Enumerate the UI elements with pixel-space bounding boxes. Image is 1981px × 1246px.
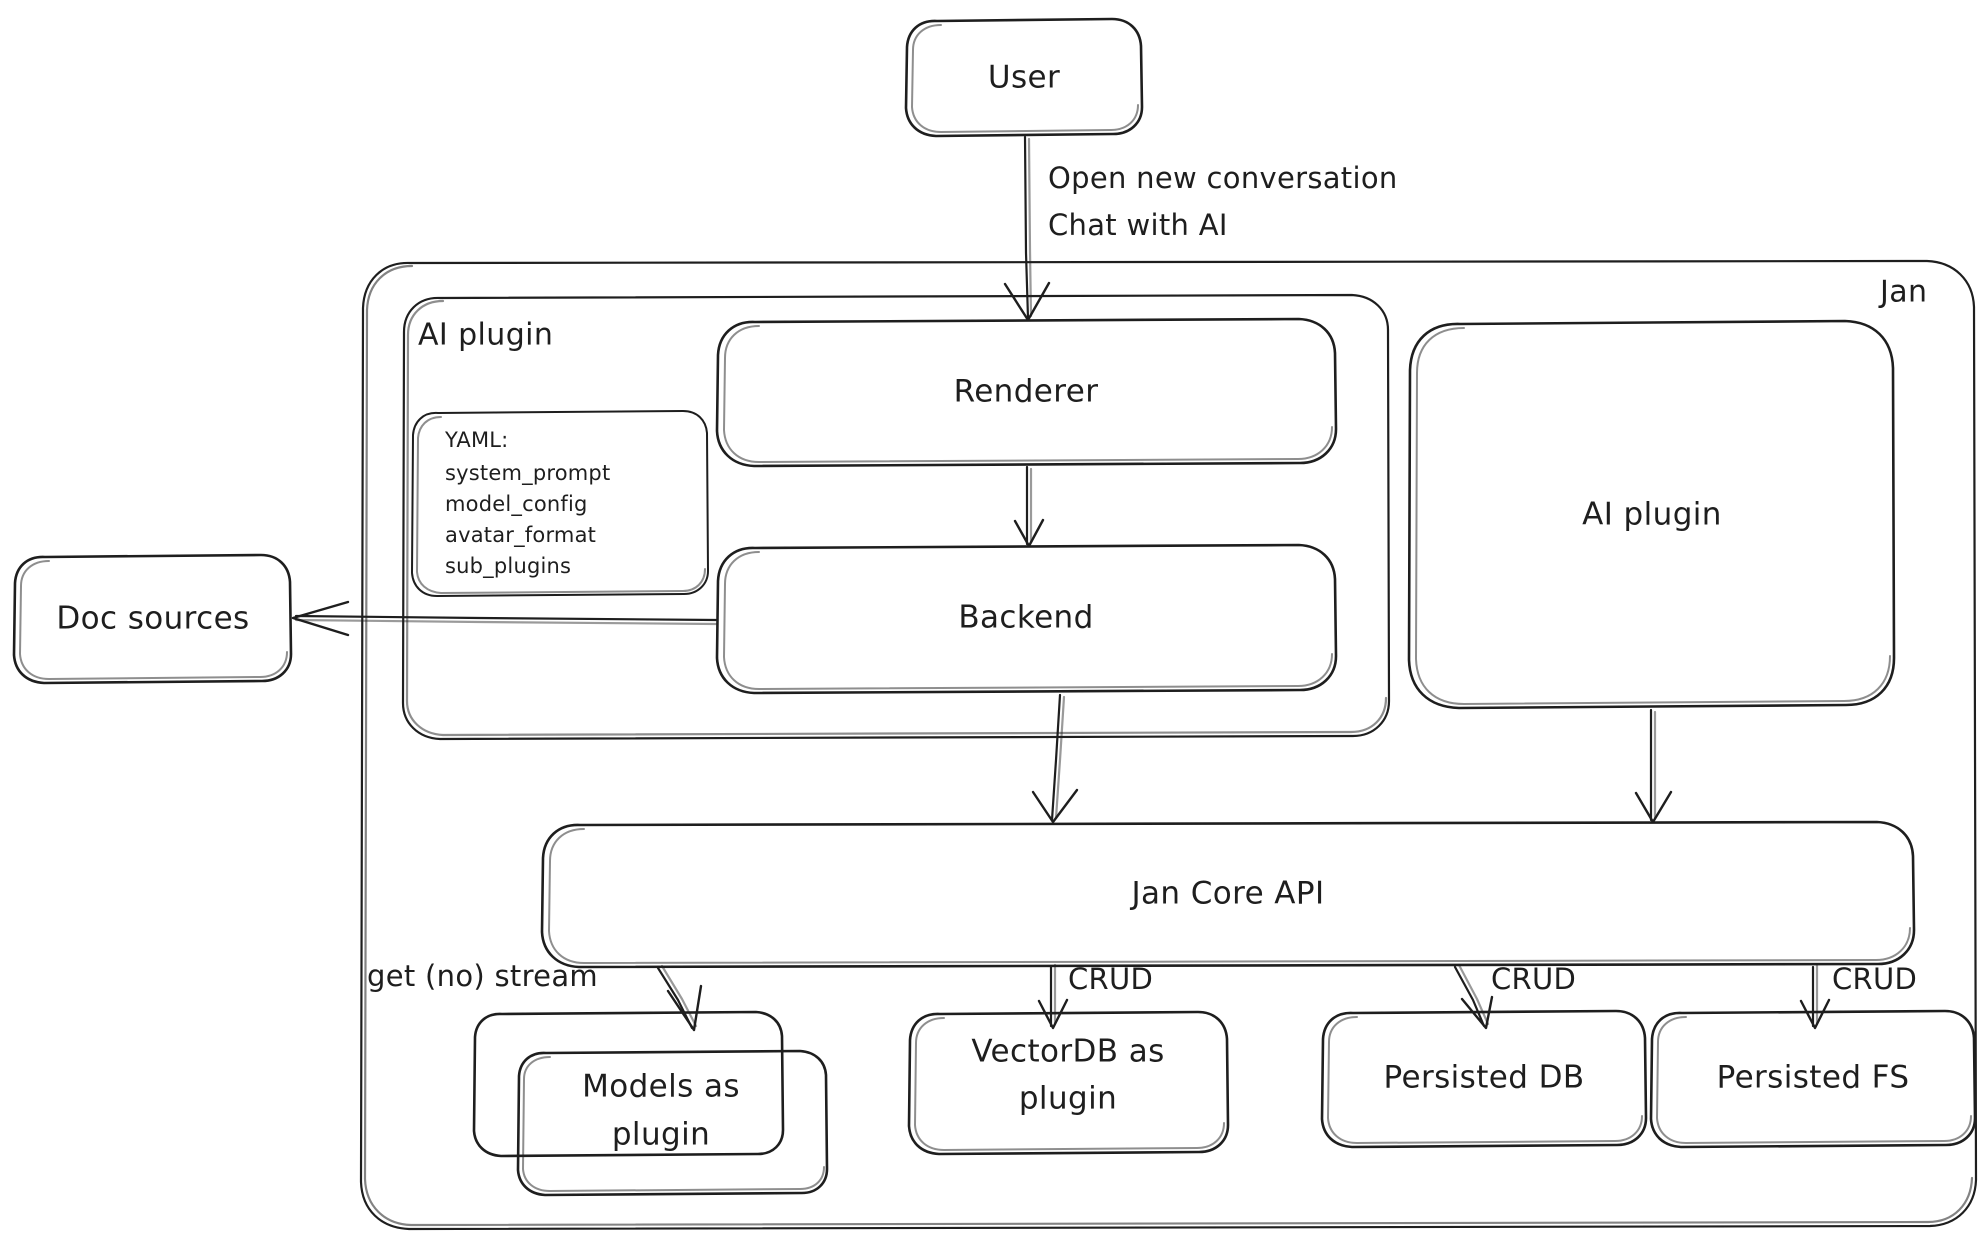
note-yaml-config[interactable]: YAML: system_prompt model_config avatar_…: [411, 410, 709, 597]
edge-core-to-persisted-db: CRUD: [1453, 962, 1576, 1030]
node-persisted-db[interactable]: Persisted DB: [1320, 1009, 1648, 1149]
node-renderer-label: Renderer: [954, 374, 1099, 410]
node-backend-label: Backend: [958, 600, 1093, 636]
node-renderer[interactable]: Renderer: [715, 317, 1338, 468]
node-ai-plugin[interactable]: AI plugin: [1407, 319, 1896, 710]
node-persisted-db-label: Persisted DB: [1383, 1060, 1584, 1096]
note-yaml-item-3: sub_plugins: [445, 554, 571, 579]
container-jan[interactable]: Jan: [359, 259, 1978, 1231]
container-ai-plugin-group-label: AI plugin: [418, 318, 553, 353]
node-models-plugin-label-line2: plugin: [612, 1117, 710, 1153]
edge-ai-plugin-to-core: [1634, 708, 1673, 824]
node-vectordb-plugin-label-line1: VectorDB as: [971, 1034, 1164, 1070]
node-vectordb-plugin-label-line2: plugin: [1019, 1081, 1117, 1117]
node-doc-sources-label: Doc sources: [56, 601, 249, 637]
edge-backend-to-core: [1031, 693, 1079, 824]
node-models-plugin[interactable]: Models as plugin: [472, 1010, 829, 1197]
edge-user-to-renderer-label-line1: Open new conversation: [1048, 161, 1398, 195]
node-user[interactable]: User: [904, 17, 1144, 138]
node-models-plugin-label-line1: Models as: [582, 1069, 740, 1105]
edge-user-to-renderer-label-line2: Chat with AI: [1048, 208, 1228, 242]
container-ai-plugin-group[interactable]: AI plugin: [401, 293, 1391, 741]
edge-core-to-persisted-fs-label: CRUD: [1832, 962, 1917, 996]
note-yaml-item-0: system_prompt: [445, 461, 610, 486]
edge-core-to-vectordb-label: CRUD: [1068, 962, 1153, 996]
node-vectordb-plugin[interactable]: VectorDB as plugin: [907, 1010, 1230, 1156]
note-yaml-item-1: model_config: [445, 492, 588, 517]
node-doc-sources[interactable]: Doc sources: [12, 553, 293, 685]
edge-user-to-renderer: Open new conversation Chat with AI: [1003, 135, 1398, 322]
node-jan-core-api[interactable]: Jan Core API: [540, 820, 1916, 969]
node-jan-core-api-label: Jan Core API: [1129, 876, 1324, 912]
edge-renderer-to-backend: [1013, 465, 1045, 548]
node-ai-plugin-label: AI plugin: [1582, 497, 1722, 533]
edge-core-to-models: get (no) stream: [367, 959, 703, 1032]
edge-core-to-persisted-fs: CRUD: [1799, 962, 1917, 1030]
edge-core-to-persisted-db-label: CRUD: [1491, 962, 1576, 996]
node-backend[interactable]: Backend: [715, 543, 1338, 695]
edge-core-to-vectordb: CRUD: [1037, 962, 1153, 1030]
edge-backend-to-doc-sources: [291, 600, 718, 637]
note-yaml-header: YAML:: [444, 428, 508, 452]
node-persisted-fs-label: Persisted FS: [1717, 1060, 1910, 1096]
node-user-label: User: [988, 60, 1060, 96]
note-yaml-item-2: avatar_format: [445, 523, 596, 548]
container-jan-label: Jan: [1878, 275, 1927, 310]
node-persisted-fs[interactable]: Persisted FS: [1649, 1009, 1977, 1149]
edge-core-to-models-label: get (no) stream: [367, 959, 598, 993]
